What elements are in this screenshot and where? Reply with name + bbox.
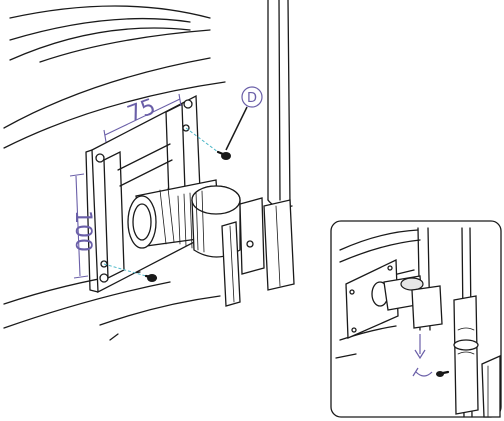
arm-joint-icon	[127, 179, 295, 307]
screw-icon	[185, 127, 231, 160]
screw-icon	[103, 263, 158, 282]
dimension-height-label: 100	[70, 210, 95, 252]
callout-d-label: D	[247, 91, 257, 106]
dimension-height: 100	[69, 173, 95, 279]
monitor-back-outline	[3, 0, 293, 341]
callout-d: D	[225, 86, 263, 151]
inset-detail	[330, 220, 502, 418]
